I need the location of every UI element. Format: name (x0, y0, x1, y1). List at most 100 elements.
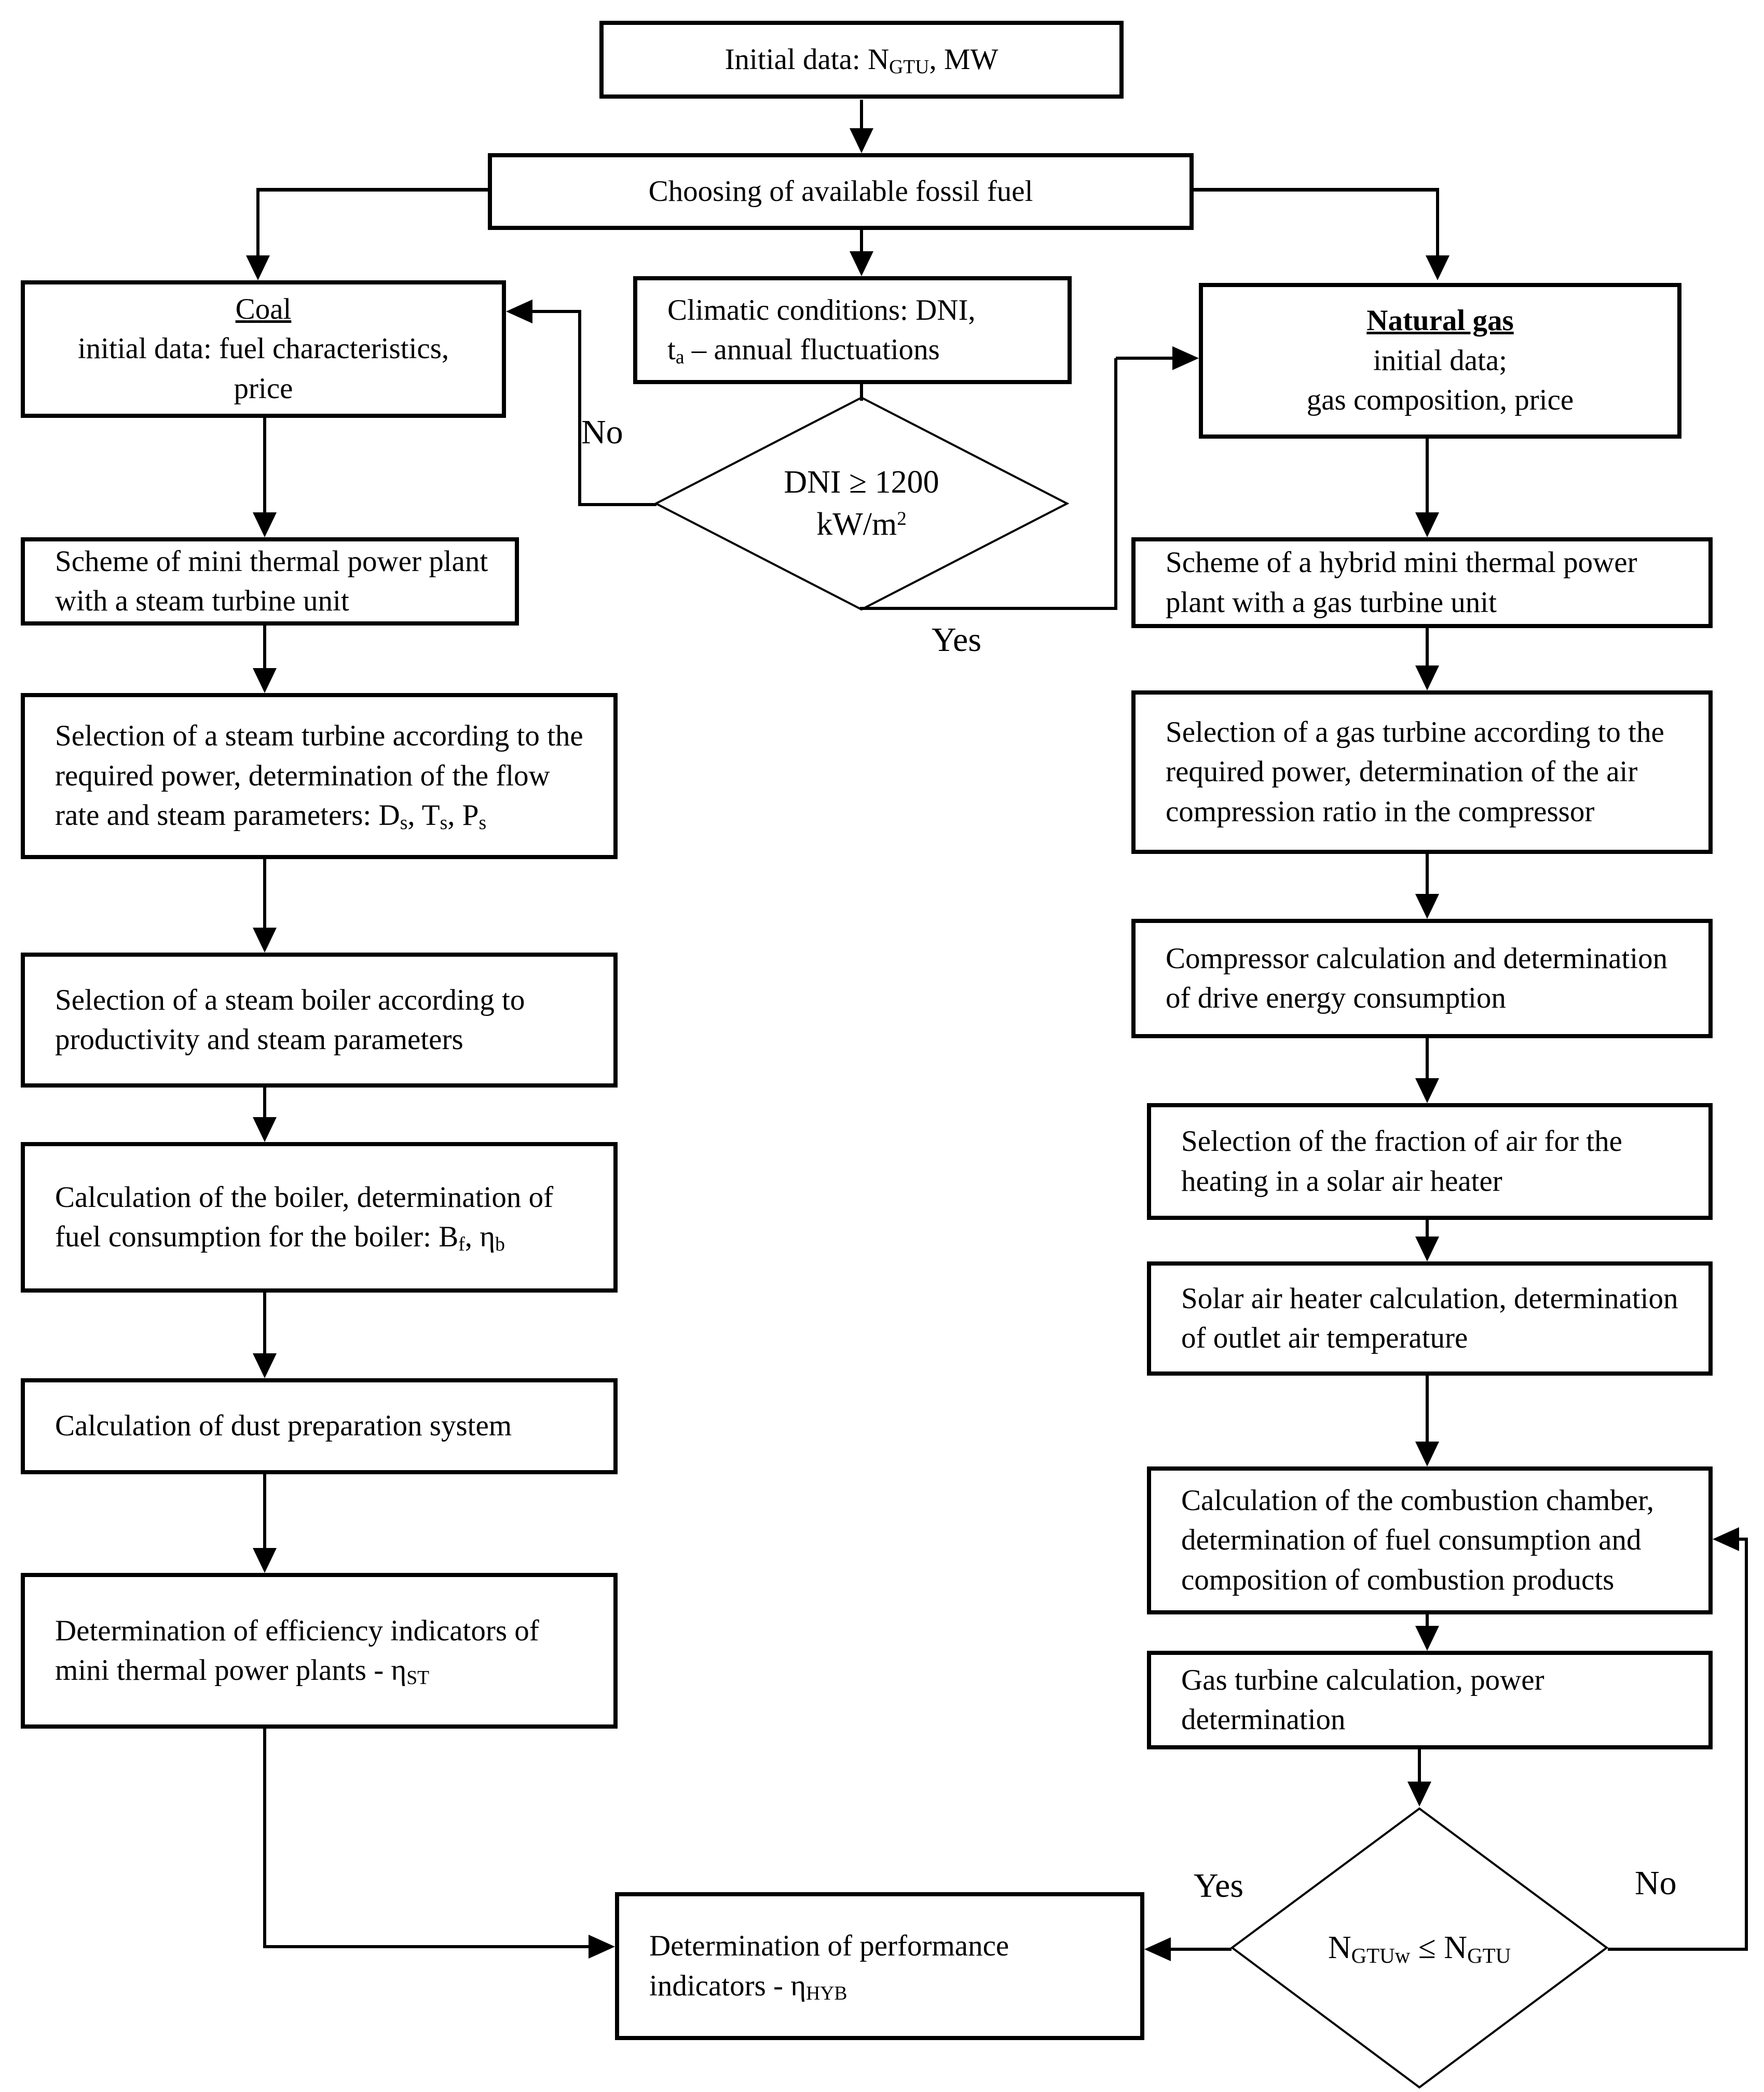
arrowhead-performance-left (589, 1935, 615, 1959)
node-natural-gas: Natural gas initial data; gas compositio… (1199, 283, 1681, 439)
node-coal: Coal initial data: fuel characteristics,… (21, 280, 506, 418)
connector-no-top-v (578, 311, 581, 506)
arrowhead-combustion (1415, 1442, 1439, 1466)
connector-climatic-dni (860, 384, 863, 401)
node-compressor-calc: Compressor calculation and determination… (1131, 919, 1713, 1038)
node-performance: Determination of performance indicators … (615, 1892, 1144, 2040)
node-performance-label: Determination of performance indicators … (649, 1930, 1009, 2004)
connector-no-bottom-v (1745, 1538, 1748, 1951)
connector-choosing-coal-h (258, 188, 488, 192)
arrowhead-dust (253, 1353, 277, 1378)
node-solar-heater: Solar air heater calculation, determinat… (1147, 1261, 1713, 1376)
connector-no-bottom-h1 (1608, 1948, 1748, 1951)
decision-power-label: NGTUw ≤ NGTU (1230, 1806, 1609, 2089)
connector-no-top-h2 (532, 310, 581, 313)
decision-dni: DNI ≥ 1200 kW/m2 (654, 396, 1069, 612)
connector-efficiency-perf-h (263, 1945, 592, 1948)
arrowhead-scheme-gas (1415, 512, 1439, 537)
connector-choosing-climatic (860, 230, 863, 253)
arrowhead-yes-top-gas (1172, 346, 1199, 370)
arrowhead-scheme-steam (253, 512, 277, 537)
node-select-gas-turbine: Selection of a gas turbine according to … (1131, 690, 1713, 854)
connector-scheme-selectgas (1426, 628, 1429, 667)
connector-yes-top-h1 (860, 607, 1117, 610)
decision-dni-line1: DNI ≥ 1200 (784, 465, 939, 500)
connector-compressor-fraction (1426, 1038, 1429, 1080)
node-climatic-line2: ta – annual fluctuations (667, 333, 940, 369)
label-yes-bottom: Yes (1194, 1867, 1244, 1905)
node-coal-title: Coal (235, 292, 292, 325)
node-scheme-steam: Scheme of mini thermal power plant with … (21, 537, 519, 626)
node-initial-data-label: Initial data: NGTU, MW (724, 43, 999, 78)
node-natural-gas-line2: initial data; (1373, 344, 1507, 377)
node-coal-line3: price (234, 372, 293, 405)
arrowhead-climatic (850, 251, 873, 276)
connector-gascalc-decision (1418, 1749, 1421, 1783)
node-air-fraction-label: Selection of the fraction of air for the… (1181, 1125, 1622, 1198)
node-select-gas-turbine-label: Selection of a gas turbine according to … (1166, 715, 1664, 828)
connector-no-top-h1 (580, 503, 657, 506)
decision-power-expr: NGTUw ≤ NGTU (1328, 1930, 1511, 1968)
node-select-steam-turbine-label: Selection of a steam turbine according t… (55, 719, 583, 834)
arrowhead-solar (1415, 1237, 1439, 1261)
label-no-top: No (581, 413, 623, 451)
node-boiler-calc-label: Calculation of the boiler, determination… (55, 1180, 554, 1256)
decision-power: NGTUw ≤ NGTU (1230, 1806, 1609, 2089)
arrowhead-select-gas (1415, 665, 1439, 690)
connector-yes-top-h2 (1116, 357, 1174, 360)
arrowhead-choosing (850, 128, 873, 153)
connector-scheme-selectsteam (263, 626, 266, 670)
connector-combustion-gascalc (1426, 1614, 1429, 1627)
node-natural-gas-line3: gas composition, price (1306, 384, 1574, 417)
connector-choosing-coal-v (256, 188, 259, 257)
node-combustion-chamber-label: Calculation of the combustion chamber, d… (1181, 1484, 1654, 1596)
node-solar-heater-label: Solar air heater calculation, determinat… (1181, 1282, 1678, 1354)
connector-boilercalc-dust (263, 1293, 266, 1355)
connector-choosing-gas-h (1194, 188, 1439, 192)
arrowhead-boiler-calc (253, 1117, 277, 1142)
connector-dust-efficiency (263, 1474, 266, 1550)
decision-dni-line2: kW/m2 (816, 507, 907, 542)
arrowhead-no-top-coal (506, 300, 532, 323)
node-choosing-fuel-label: Choosing of available fossil fuel (648, 174, 1033, 208)
node-scheme-steam-label: Scheme of mini thermal power plant with … (55, 545, 488, 617)
connector-boiler-calc (263, 1088, 266, 1119)
connector-efficiency-perf-v (263, 1729, 266, 1948)
node-gas-turbine-calc-label: Gas turbine calculation, power determina… (1181, 1663, 1544, 1736)
node-compressor-calc-label: Compressor calculation and determination… (1166, 942, 1668, 1014)
node-combustion-chamber: Calculation of the combustion chamber, d… (1147, 1466, 1713, 1614)
arrowhead-gas-calc (1415, 1626, 1439, 1651)
connector-initial-choosing (860, 100, 863, 130)
node-dust-system: Calculation of dust preparation system (21, 1378, 618, 1474)
connector-solar-combustion (1426, 1376, 1429, 1443)
arrowhead-compressor (1415, 894, 1439, 919)
arrowhead-performance-right (1144, 1937, 1171, 1961)
node-select-steam-turbine: Selection of a steam turbine according t… (21, 693, 618, 859)
node-efficiency-st: Determination of efficiency indicators o… (21, 1573, 618, 1729)
connector-yes-top-v (1114, 358, 1117, 610)
node-natural-gas-title: Natural gas (1366, 304, 1514, 337)
node-climatic-conditions: Climatic conditions: DNI, ta – annual fl… (633, 276, 1072, 384)
arrowhead-combustion-feedback (1713, 1527, 1739, 1551)
node-select-steam-boiler: Selection of a steam boiler according to… (21, 953, 618, 1088)
arrowhead-power-decision (1407, 1782, 1431, 1806)
node-initial-data: Initial data: NGTU, MW (599, 21, 1124, 99)
decision-power-shape (1230, 1807, 1609, 2089)
node-efficiency-st-label: Determination of efficiency indicators o… (55, 1614, 539, 1689)
connector-no-bottom-h2 (1738, 1538, 1748, 1541)
arrowhead-efficiency (253, 1548, 277, 1573)
connector-selectsteam-boiler (263, 859, 266, 929)
node-boiler-calc: Calculation of the boiler, determination… (21, 1142, 618, 1293)
node-air-fraction: Selection of the fraction of air for the… (1147, 1103, 1713, 1220)
arrowhead-select-steam (253, 668, 277, 693)
arrowhead-air-fraction (1415, 1078, 1439, 1103)
node-choosing-fuel: Choosing of available fossil fuel (488, 153, 1194, 230)
arrowhead-steam-boiler (253, 928, 277, 953)
label-yes-top: Yes (932, 621, 982, 659)
node-coal-line2: initial data: fuel characteristics, (77, 332, 449, 365)
connector-gas-scheme (1426, 439, 1429, 514)
connector-coal-scheme (263, 418, 266, 514)
node-gas-turbine-calc: Gas turbine calculation, power determina… (1147, 1651, 1713, 1749)
arrowhead-coal (246, 255, 270, 280)
connector-selectgas-compressor (1426, 854, 1429, 895)
